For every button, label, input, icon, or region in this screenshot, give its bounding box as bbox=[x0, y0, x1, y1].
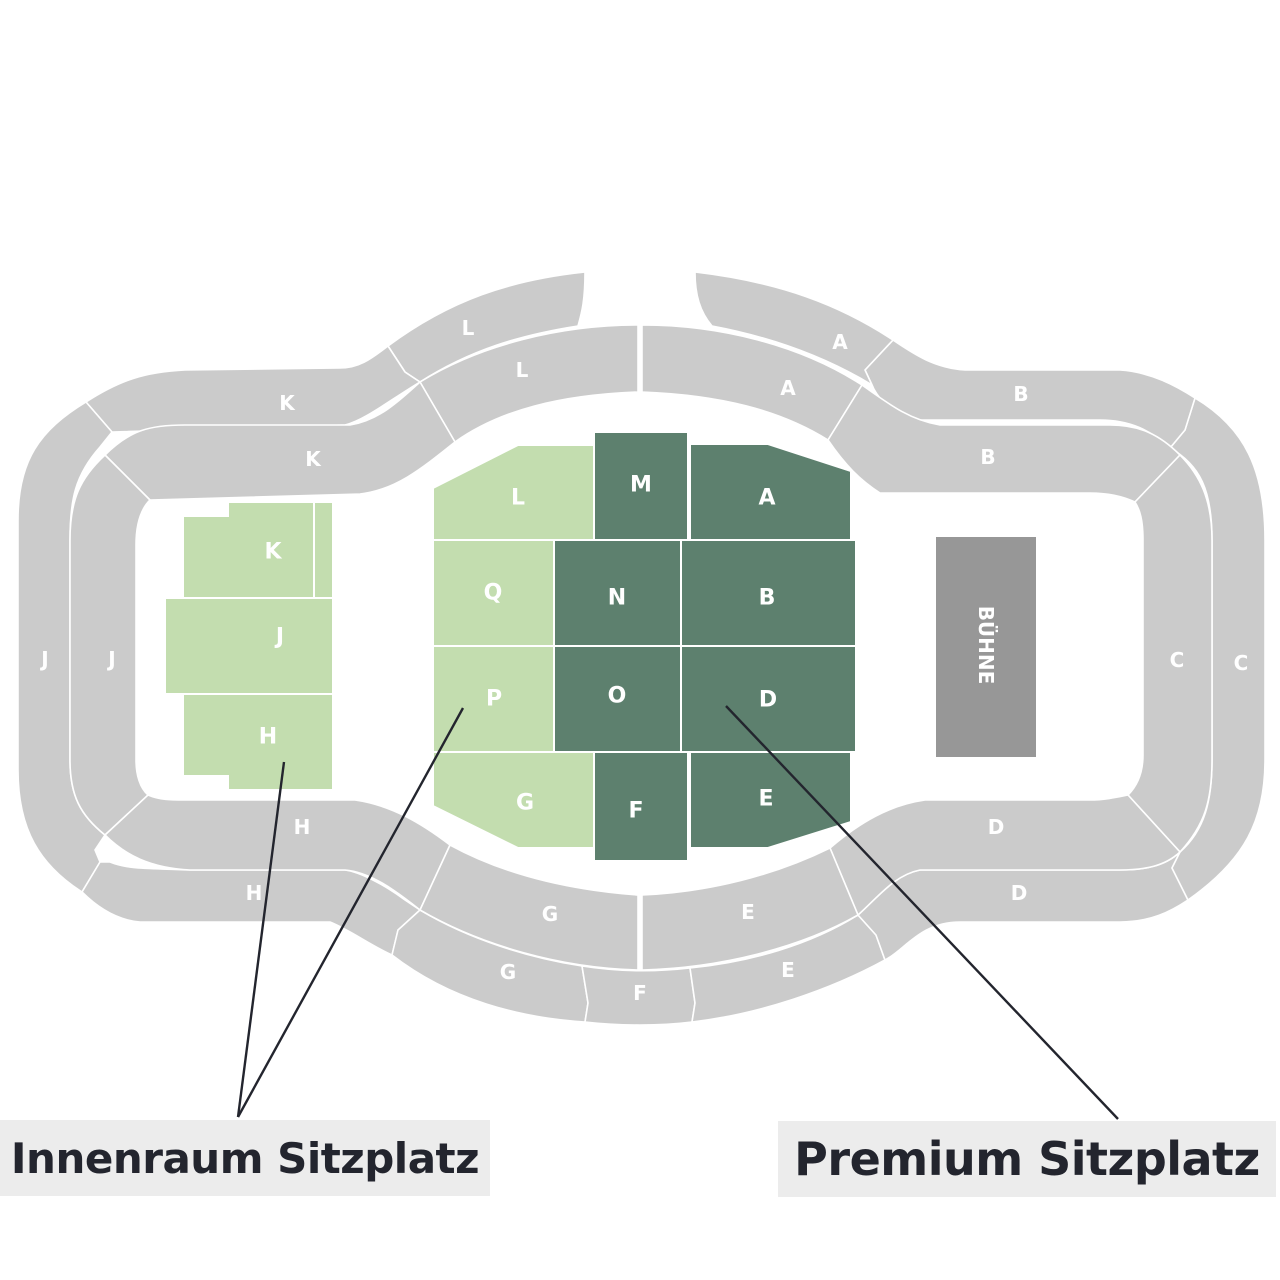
floor-block-D[interactable] bbox=[680, 645, 857, 753]
tier-lower-G[interactable] bbox=[418, 843, 639, 971]
floor-block-labels: K J H L Q P G M A N B O D F E bbox=[259, 473, 777, 824]
tier-label: K bbox=[305, 447, 322, 471]
floor-block-label: J bbox=[274, 625, 284, 650]
tier-lower-D[interactable] bbox=[829, 794, 1182, 917]
tier-lower-E[interactable] bbox=[641, 846, 860, 971]
floor-block-O[interactable] bbox=[553, 645, 682, 753]
floor-blocks-premium bbox=[553, 431, 857, 862]
leader-line-innenraum-1 bbox=[236, 761, 286, 1118]
tier-sections bbox=[17, 271, 1266, 1026]
leader-line-innenraum-2 bbox=[236, 707, 465, 1118]
tier-label: G bbox=[500, 960, 516, 984]
tier-upper-A[interactable] bbox=[694, 271, 895, 387]
tier-label: L bbox=[516, 358, 529, 382]
tier-label: B bbox=[980, 445, 995, 469]
floor-block-F[interactable] bbox=[593, 751, 689, 862]
tier-label: B bbox=[1013, 382, 1028, 406]
floor-block-label: G bbox=[516, 791, 534, 816]
floor-block-P[interactable] bbox=[432, 645, 555, 753]
floor-block-label: H bbox=[259, 725, 277, 750]
floor-block-label: N bbox=[608, 586, 626, 611]
tier-label: J bbox=[106, 647, 115, 671]
floor-block-K-strip[interactable] bbox=[313, 501, 334, 599]
tier-label: J bbox=[39, 647, 48, 671]
tier-label: A bbox=[832, 330, 848, 354]
legend-innenraum-sitzplatz: Innenraum Sitzplatz bbox=[0, 1120, 490, 1196]
legend-premium-sitzplatz: Premium Sitzplatz bbox=[778, 1121, 1276, 1197]
legend-leader-lines bbox=[236, 705, 1119, 1120]
tier-label: C bbox=[1170, 648, 1185, 672]
floor-block-A[interactable] bbox=[689, 443, 852, 541]
stage: BÜHNE bbox=[936, 537, 1036, 757]
floor-block-label: O bbox=[608, 684, 627, 709]
floor-block-label: E bbox=[758, 787, 773, 812]
floor-blocks-innenraum bbox=[164, 444, 595, 849]
floor-block-label: A bbox=[758, 486, 775, 511]
tier-lower-J[interactable] bbox=[69, 453, 152, 837]
tier-lower-C[interactable] bbox=[1126, 453, 1213, 854]
floor-block-N[interactable] bbox=[553, 539, 682, 647]
floor-block-label: F bbox=[628, 799, 643, 824]
leader-line-premium bbox=[725, 705, 1119, 1120]
floor-block-label: D bbox=[759, 688, 777, 713]
tier-label: K bbox=[279, 391, 296, 415]
floor-block-label: L bbox=[511, 486, 525, 511]
stage-area bbox=[936, 537, 1036, 757]
tier-label: H bbox=[294, 815, 311, 839]
tier-label: A bbox=[780, 376, 796, 400]
tier-label: D bbox=[988, 815, 1005, 839]
tier-label: C bbox=[1234, 651, 1249, 675]
floor-block-H[interactable] bbox=[182, 693, 334, 791]
floor-block-label: P bbox=[486, 687, 502, 712]
tier-label: H bbox=[246, 881, 263, 905]
legend-innenraum-label: Innenraum Sitzplatz bbox=[10, 1133, 480, 1183]
tier-upper-C[interactable] bbox=[1168, 396, 1266, 902]
tier-label: L bbox=[462, 316, 475, 340]
floor-block-K[interactable] bbox=[182, 501, 315, 599]
tier-label: F bbox=[633, 981, 647, 1005]
floor-block-B[interactable] bbox=[680, 539, 857, 647]
stage-label: BÜHNE bbox=[974, 606, 998, 685]
floor-block-label: Q bbox=[484, 581, 503, 606]
floor-block-J[interactable] bbox=[164, 597, 334, 695]
floor-block-label: M bbox=[630, 473, 652, 498]
legend-premium-label: Premium Sitzplatz bbox=[794, 1132, 1260, 1186]
tier-upper-H[interactable] bbox=[80, 861, 422, 957]
tier-upper-K[interactable] bbox=[84, 344, 422, 433]
tier-label: D bbox=[1011, 881, 1028, 905]
floor-block-label: K bbox=[264, 540, 282, 565]
tier-lower-K[interactable] bbox=[103, 380, 457, 501]
floor-block-G[interactable] bbox=[432, 751, 595, 849]
floor-block-E[interactable] bbox=[689, 751, 852, 849]
tier-labels: L A K B J C H D G F E L A K B J C H D G … bbox=[39, 316, 1248, 1005]
tier-label: E bbox=[741, 900, 755, 924]
floor-block-Q[interactable] bbox=[432, 539, 555, 647]
floor-block-label: B bbox=[759, 586, 776, 611]
tier-label: E bbox=[781, 958, 795, 982]
floor-block-M[interactable] bbox=[593, 431, 689, 541]
tier-label: G bbox=[542, 902, 558, 926]
